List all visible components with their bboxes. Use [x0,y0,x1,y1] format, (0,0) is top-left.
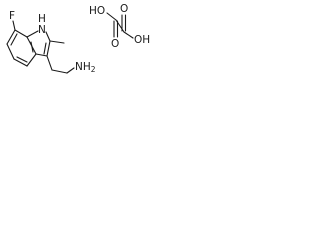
structure-diagram: HO O O OH F H N NH2 [6,3,150,74]
hydroxyl-label-bottom-right: OH [134,34,150,46]
bond-c3-c3a [35,53,48,57]
bond-ch2b-nh2 [66,67,75,74]
bond-c2-c3 [46,40,51,57]
bond-c3-ch2a [46,55,53,71]
amine-label: NH2 [75,61,96,74]
indole-nh-hydrogen-label: H [38,13,46,25]
oxalic-acid: HO O O OH [89,3,150,50]
oxygen-label-top-right: O [120,3,128,15]
bond-c7a-n1 [26,30,39,38]
bond-c7-f [12,20,16,31]
bond-aromatic-3 [30,41,34,53]
bond-ho-c1 [106,12,117,21]
bond-c6-c5 [6,43,15,60]
bond-c4-c3a [26,53,37,67]
hydroxyl-label-top-left: HO [89,5,105,17]
bond-c5-c4 [13,58,28,67]
amine-subscript-text: 2 [91,65,96,74]
bond-ch2a-ch2b [51,69,68,74]
indole-derivative: F H N NH2 [6,10,96,74]
amine-nh-text: NH [75,61,91,73]
bond-c2-methyl [49,40,65,44]
bond-c7-c6 [6,29,16,45]
bond-c2-c3-double [43,42,47,55]
bond-c7-c7a [14,29,28,38]
bond-aromatic-1 [10,33,18,46]
bond-aromatic-2 [16,56,28,63]
bond-c2-oh [123,31,134,39]
indole-nitrogen-label: N [38,24,46,36]
fluorine-label: F [9,10,15,22]
bond-n1-c2 [45,31,51,42]
oxygen-label-bottom-left: O [111,38,119,50]
